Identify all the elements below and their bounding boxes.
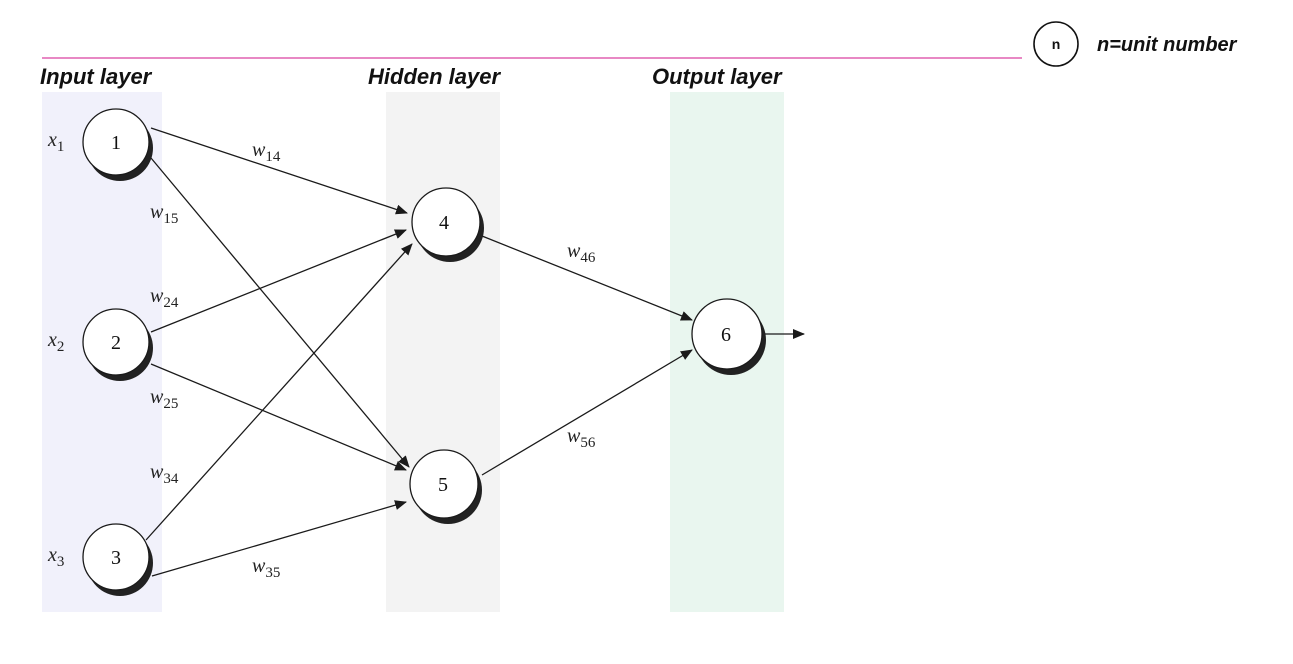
unit-3: 3 xyxy=(82,523,153,596)
unit-5: 5 xyxy=(409,449,482,524)
unit-5-label: 5 xyxy=(438,474,448,496)
edge-2-4 xyxy=(150,229,407,333)
input-x2-label: x2 xyxy=(47,329,64,355)
edge-2-5 xyxy=(150,363,407,471)
weight-w15-label: w15 xyxy=(150,201,178,227)
weight-w35-label: w35 xyxy=(252,555,280,581)
output-layer-title: Output layer xyxy=(652,64,783,89)
edge-5-6 xyxy=(481,349,693,476)
unit-2: 2 xyxy=(82,308,153,381)
weight-w46-label: w46 xyxy=(567,240,596,266)
input-x3-label: x3 xyxy=(47,544,64,570)
edge-1-4 xyxy=(150,127,408,215)
weight-w24-label: w24 xyxy=(150,285,179,311)
weight-w25-label: w25 xyxy=(150,386,178,412)
hidden-layer-band xyxy=(386,92,500,612)
legend-text: n=unit number xyxy=(1097,34,1238,56)
unit-1-label: 1 xyxy=(111,132,121,154)
unit-1: 1 xyxy=(82,108,153,181)
unit-6-label: 6 xyxy=(721,324,731,346)
unit-6: 6 xyxy=(691,298,766,375)
legend-unit-symbol xyxy=(1033,21,1079,67)
edge-3-5 xyxy=(151,500,407,577)
legend: n n=unit number xyxy=(1033,21,1238,67)
edge-1-5 xyxy=(150,157,410,468)
unit-4-label: 4 xyxy=(439,212,449,234)
unit-2-label: 2 xyxy=(111,332,121,354)
input-x1-label: x1 xyxy=(47,129,64,155)
weight-w56-label: w56 xyxy=(567,425,596,451)
unit-3-label: 3 xyxy=(111,547,121,569)
input-layer-title: Input layer xyxy=(40,64,153,89)
hidden-layer-title: Hidden layer xyxy=(368,64,501,89)
legend-symbol-label: n xyxy=(1052,36,1061,52)
weight-w14-label: w14 xyxy=(252,139,281,165)
edge-3-4 xyxy=(145,243,413,541)
edge-4-6 xyxy=(481,235,693,321)
unit-4: 4 xyxy=(411,187,484,262)
weight-w34-label: w34 xyxy=(150,461,179,487)
